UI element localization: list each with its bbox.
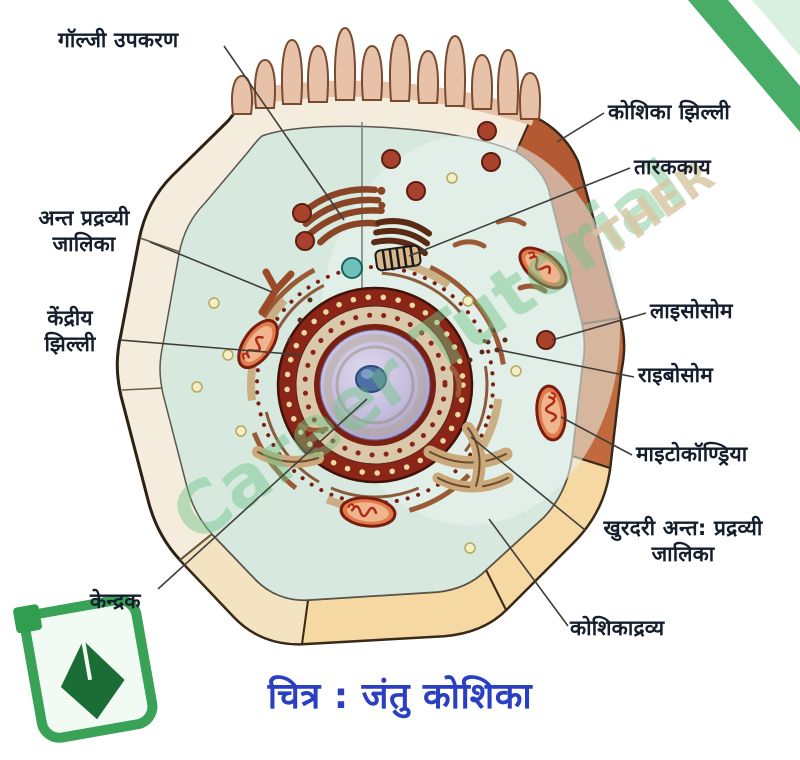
- label-endoplasmic-reticulum: अन्त प्रद्रव्यी जालिका: [38, 206, 130, 256]
- label-rough-er: खुरदरी अन्त: प्रद्रव्यी जालिका: [603, 516, 763, 566]
- leader-line-lysosome: [551, 312, 647, 341]
- leader-lines: [119, 45, 647, 627]
- cell-illustration: [115, 26, 626, 646]
- label-ribosome: राइबोसोम: [638, 363, 713, 387]
- smooth-er: [258, 268, 295, 316]
- leader-line-er: [149, 241, 273, 293]
- label-nuclear-membrane: केंद्रीय झिल्ली: [44, 306, 96, 356]
- leader-line-cytoplasm: [488, 518, 569, 627]
- vesicles-group: [191, 172, 522, 554]
- leader-line-nuclear-membrane: [119, 339, 303, 356]
- leader-line-centrosome: [408, 167, 631, 257]
- ribosome-dots: [287, 297, 508, 363]
- leader-line-golgi: [223, 45, 345, 221]
- leader-line-mitochondria: [560, 416, 633, 456]
- leader-line-rough-er: [470, 436, 586, 531]
- nucleus: [276, 286, 474, 484]
- rough-er-ribbons: [252, 422, 514, 493]
- rim-divider-lines: [121, 237, 213, 561]
- label-lysosome: लाइसोसोम: [650, 299, 733, 323]
- centriole: [374, 244, 422, 272]
- membrane-crescents: [297, 216, 548, 433]
- microvilli: [231, 26, 541, 120]
- label-nucleus: केन्द्रक: [90, 589, 141, 613]
- label-mitochondria: माइटोकॉण्ड्रिया: [636, 442, 748, 466]
- label-cell-membrane: कोशिका झिल्ली: [608, 100, 731, 124]
- brand-logo: [13, 594, 158, 743]
- leader-line-nucleus: [157, 398, 368, 590]
- figure-title: चित्र : जंतु कोशिका: [267, 676, 533, 717]
- corner-ribbon: [688, 0, 800, 132]
- leader-line-cell-membrane: [556, 112, 605, 143]
- label-cytoplasm: कोशिकाद्रव्य: [570, 616, 665, 640]
- leader-line-ribosome: [498, 349, 635, 378]
- vesicle-teal: [341, 257, 363, 279]
- lysosomes-group: [292, 121, 556, 350]
- label-golgi-apparatus: गॉल्जी उपकरण: [58, 28, 179, 52]
- label-centrosome: तारककाय: [634, 155, 711, 179]
